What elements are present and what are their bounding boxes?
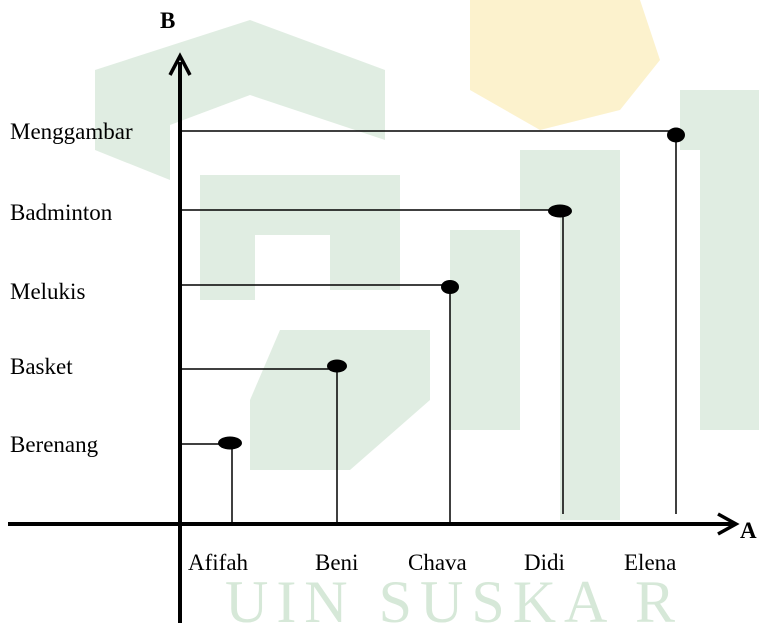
watermark-text: UIN SUSKA R: [225, 569, 683, 623]
codomain-labels: Menggambar Badminton Melukis Basket Bere…: [10, 119, 133, 457]
domain-label: Didi: [524, 550, 565, 575]
mapping-elena-menggambar: [180, 127, 685, 514]
mapping-afifah-berenang: [180, 436, 280, 526]
mapping-chava-melukis: [180, 280, 459, 524]
mapping-point: [548, 204, 572, 218]
y-axis-arrow: [168, 52, 192, 76]
mapping-didi-badminton: [180, 204, 572, 514]
mapping-point: [327, 359, 347, 373]
codomain-label: Melukis: [10, 279, 85, 304]
codomain-label: Menggambar: [10, 119, 133, 144]
mapping-point: [441, 280, 459, 294]
mapping-point: [218, 436, 242, 450]
codomain-label: Badminton: [10, 200, 113, 225]
domain-label: Afifah: [188, 550, 249, 575]
y-axis-label: B: [160, 8, 175, 33]
mapping-beni-basket: [180, 359, 492, 526]
domain-label: Elena: [624, 550, 676, 575]
domain-label: Beni: [315, 550, 358, 575]
mapping-point: [667, 127, 685, 143]
domain-labels: Afifah Beni Chava Didi Elena: [188, 550, 676, 575]
domain-label: Chava: [408, 550, 467, 575]
codomain-label: Basket: [10, 354, 73, 379]
x-axis-arrow: [717, 512, 740, 536]
x-axis-label: A: [740, 518, 757, 543]
mapping-lines: [180, 127, 685, 526]
codomain-label: Berenang: [10, 432, 99, 457]
watermark: UIN SUSKA R: [95, 0, 759, 623]
